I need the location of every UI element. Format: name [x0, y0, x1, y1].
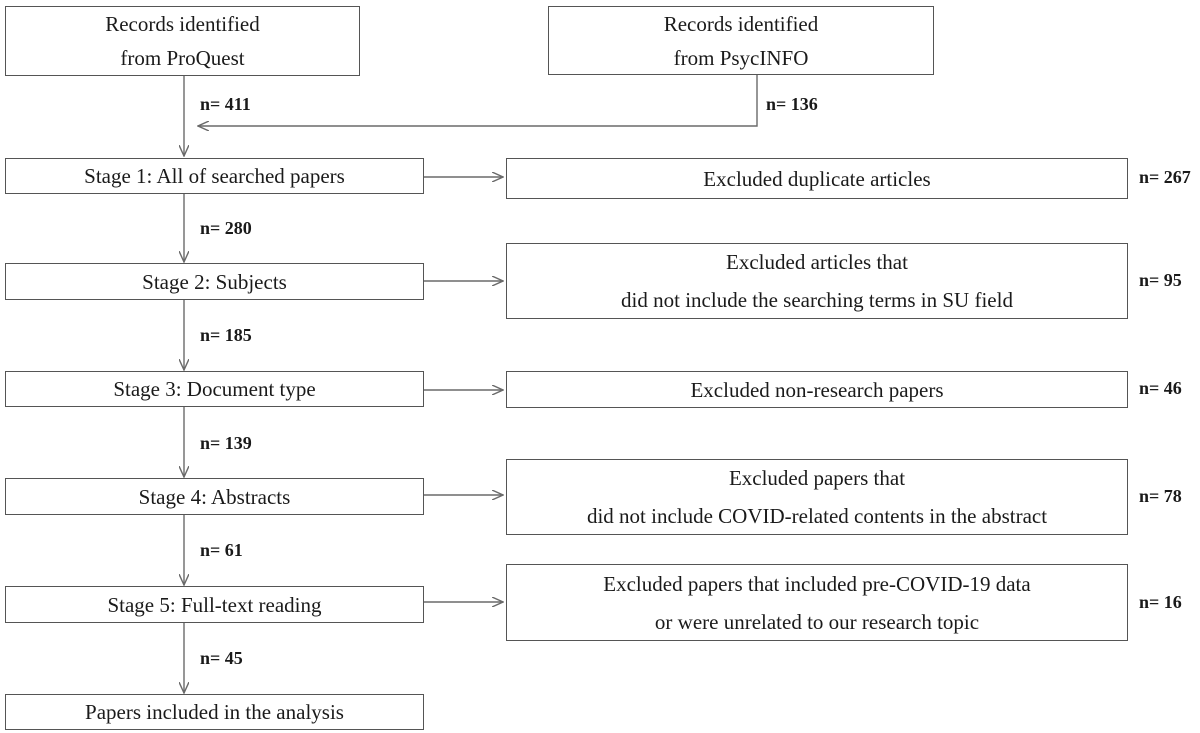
- exclusion-box-1: Excluded duplicate articles: [506, 158, 1128, 199]
- stage-2-label: Stage 2: Subjects: [142, 269, 287, 294]
- exclusion-box-5: Excluded papers that included pre-COVID-…: [506, 564, 1128, 641]
- stage-box-5: Stage 5: Full-text reading: [5, 586, 424, 623]
- exclusion-4-line2: did not include COVID-related contents i…: [586, 504, 1048, 528]
- stage-5-label: Stage 5: Full-text reading: [107, 592, 322, 617]
- stage-box-4: Stage 4: Abstracts: [5, 478, 424, 515]
- count-after-stage-1: n= 280: [200, 218, 252, 238]
- exclusion-count-2: n= 95: [1139, 270, 1182, 290]
- stage-1-label: Stage 1: All of searched papers: [84, 164, 345, 188]
- stage-box-1: Stage 1: All of searched papers: [5, 158, 424, 194]
- exclusion-5-line2: or were unrelated to our research topic: [654, 609, 980, 634]
- exclusion-count-1: n= 267: [1139, 167, 1191, 187]
- source-psycinfo-line2: from PsycINFO: [673, 45, 809, 70]
- exclusion-box-2: Excluded articles that did not include t…: [506, 243, 1128, 319]
- exclusion-2-line2: did not include the searching terms in S…: [621, 288, 1013, 312]
- exclusion-2-line1: Excluded articles that: [726, 250, 908, 274]
- exclusion-box-3: Excluded non-research papers: [506, 371, 1128, 408]
- source-box-psycinfo: Records identified from PsycINFO: [548, 6, 934, 75]
- count-after-stage-2: n= 185: [200, 325, 252, 345]
- count-psycinfo: n= 136: [766, 94, 818, 114]
- count-after-stage-4: n= 61: [200, 540, 243, 560]
- stage-box-3: Stage 3: Document type: [5, 371, 424, 407]
- exclusion-box-4: Excluded papers that did not include COV…: [506, 459, 1128, 535]
- stage-3-label: Stage 3: Document type: [113, 377, 316, 401]
- result-label: Papers included in the analysis: [85, 700, 344, 724]
- exclusion-5-line1: Excluded papers that included pre-COVID-…: [603, 571, 1031, 596]
- exclusion-3-line1: Excluded non-research papers: [690, 377, 944, 402]
- stage-4-label: Stage 4: Abstracts: [138, 484, 291, 509]
- exclusion-4-line1: Excluded papers that: [728, 466, 906, 490]
- exclusion-count-4: n= 78: [1139, 486, 1182, 506]
- count-proquest: n= 411: [200, 94, 251, 114]
- count-after-stage-5: n= 45: [200, 648, 243, 668]
- stage-box-2: Stage 2: Subjects: [5, 263, 424, 300]
- arrow-psycinfo-merge: [198, 75, 758, 126]
- result-box: Papers included in the analysis: [5, 694, 424, 730]
- count-after-stage-3: n= 139: [200, 433, 252, 453]
- source-proquest-line1: Records identified: [105, 12, 260, 36]
- source-psycinfo-line1: Records identified: [663, 11, 819, 36]
- source-proquest-line2: from ProQuest: [120, 46, 245, 70]
- exclusion-count-3: n= 46: [1139, 378, 1182, 398]
- exclusion-count-5: n= 16: [1139, 592, 1182, 612]
- exclusion-1-line1: Excluded duplicate articles: [703, 166, 931, 191]
- source-box-proquest: Records identified from ProQuest: [5, 6, 360, 76]
